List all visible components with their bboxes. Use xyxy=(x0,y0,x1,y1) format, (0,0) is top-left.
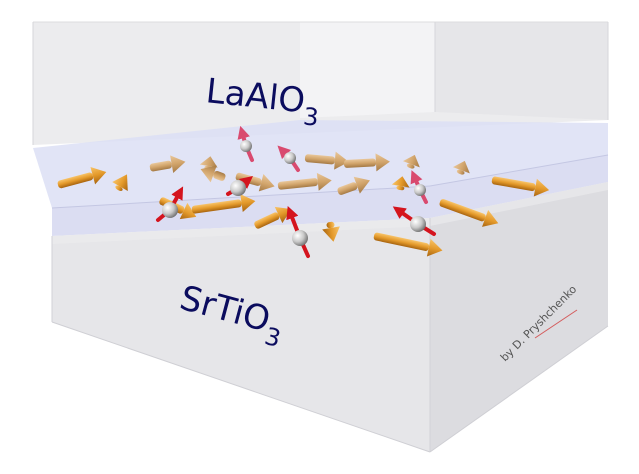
spin-arrow xyxy=(57,166,107,189)
spin-arrow xyxy=(439,199,499,227)
electron xyxy=(392,206,436,236)
electron xyxy=(286,206,310,258)
spin-arrow xyxy=(149,155,186,174)
spin-arrow xyxy=(373,232,443,257)
spin-arrow xyxy=(491,176,550,197)
credit-underline xyxy=(534,309,578,339)
spin-arrow xyxy=(277,172,332,191)
spin-arrow xyxy=(112,174,128,192)
spin-arrow xyxy=(322,221,340,242)
spin-arrow xyxy=(200,165,226,183)
electrons xyxy=(156,125,436,258)
electron xyxy=(237,125,254,162)
laalo3-label: LaAlO3 xyxy=(203,71,322,132)
spin-arrow xyxy=(191,194,256,214)
spin-arrow xyxy=(337,176,370,195)
spin-arrow xyxy=(304,151,349,170)
lower-block xyxy=(51,182,609,453)
spin-arrow xyxy=(391,176,410,191)
spin-arrows xyxy=(57,151,550,257)
electron xyxy=(277,145,300,172)
spin-arrow xyxy=(452,160,470,175)
electron xyxy=(226,176,253,196)
electron xyxy=(410,170,428,204)
spin-arrow xyxy=(343,153,390,172)
electron xyxy=(156,186,184,222)
upper-block xyxy=(32,21,609,145)
spin-arrow xyxy=(402,154,420,169)
